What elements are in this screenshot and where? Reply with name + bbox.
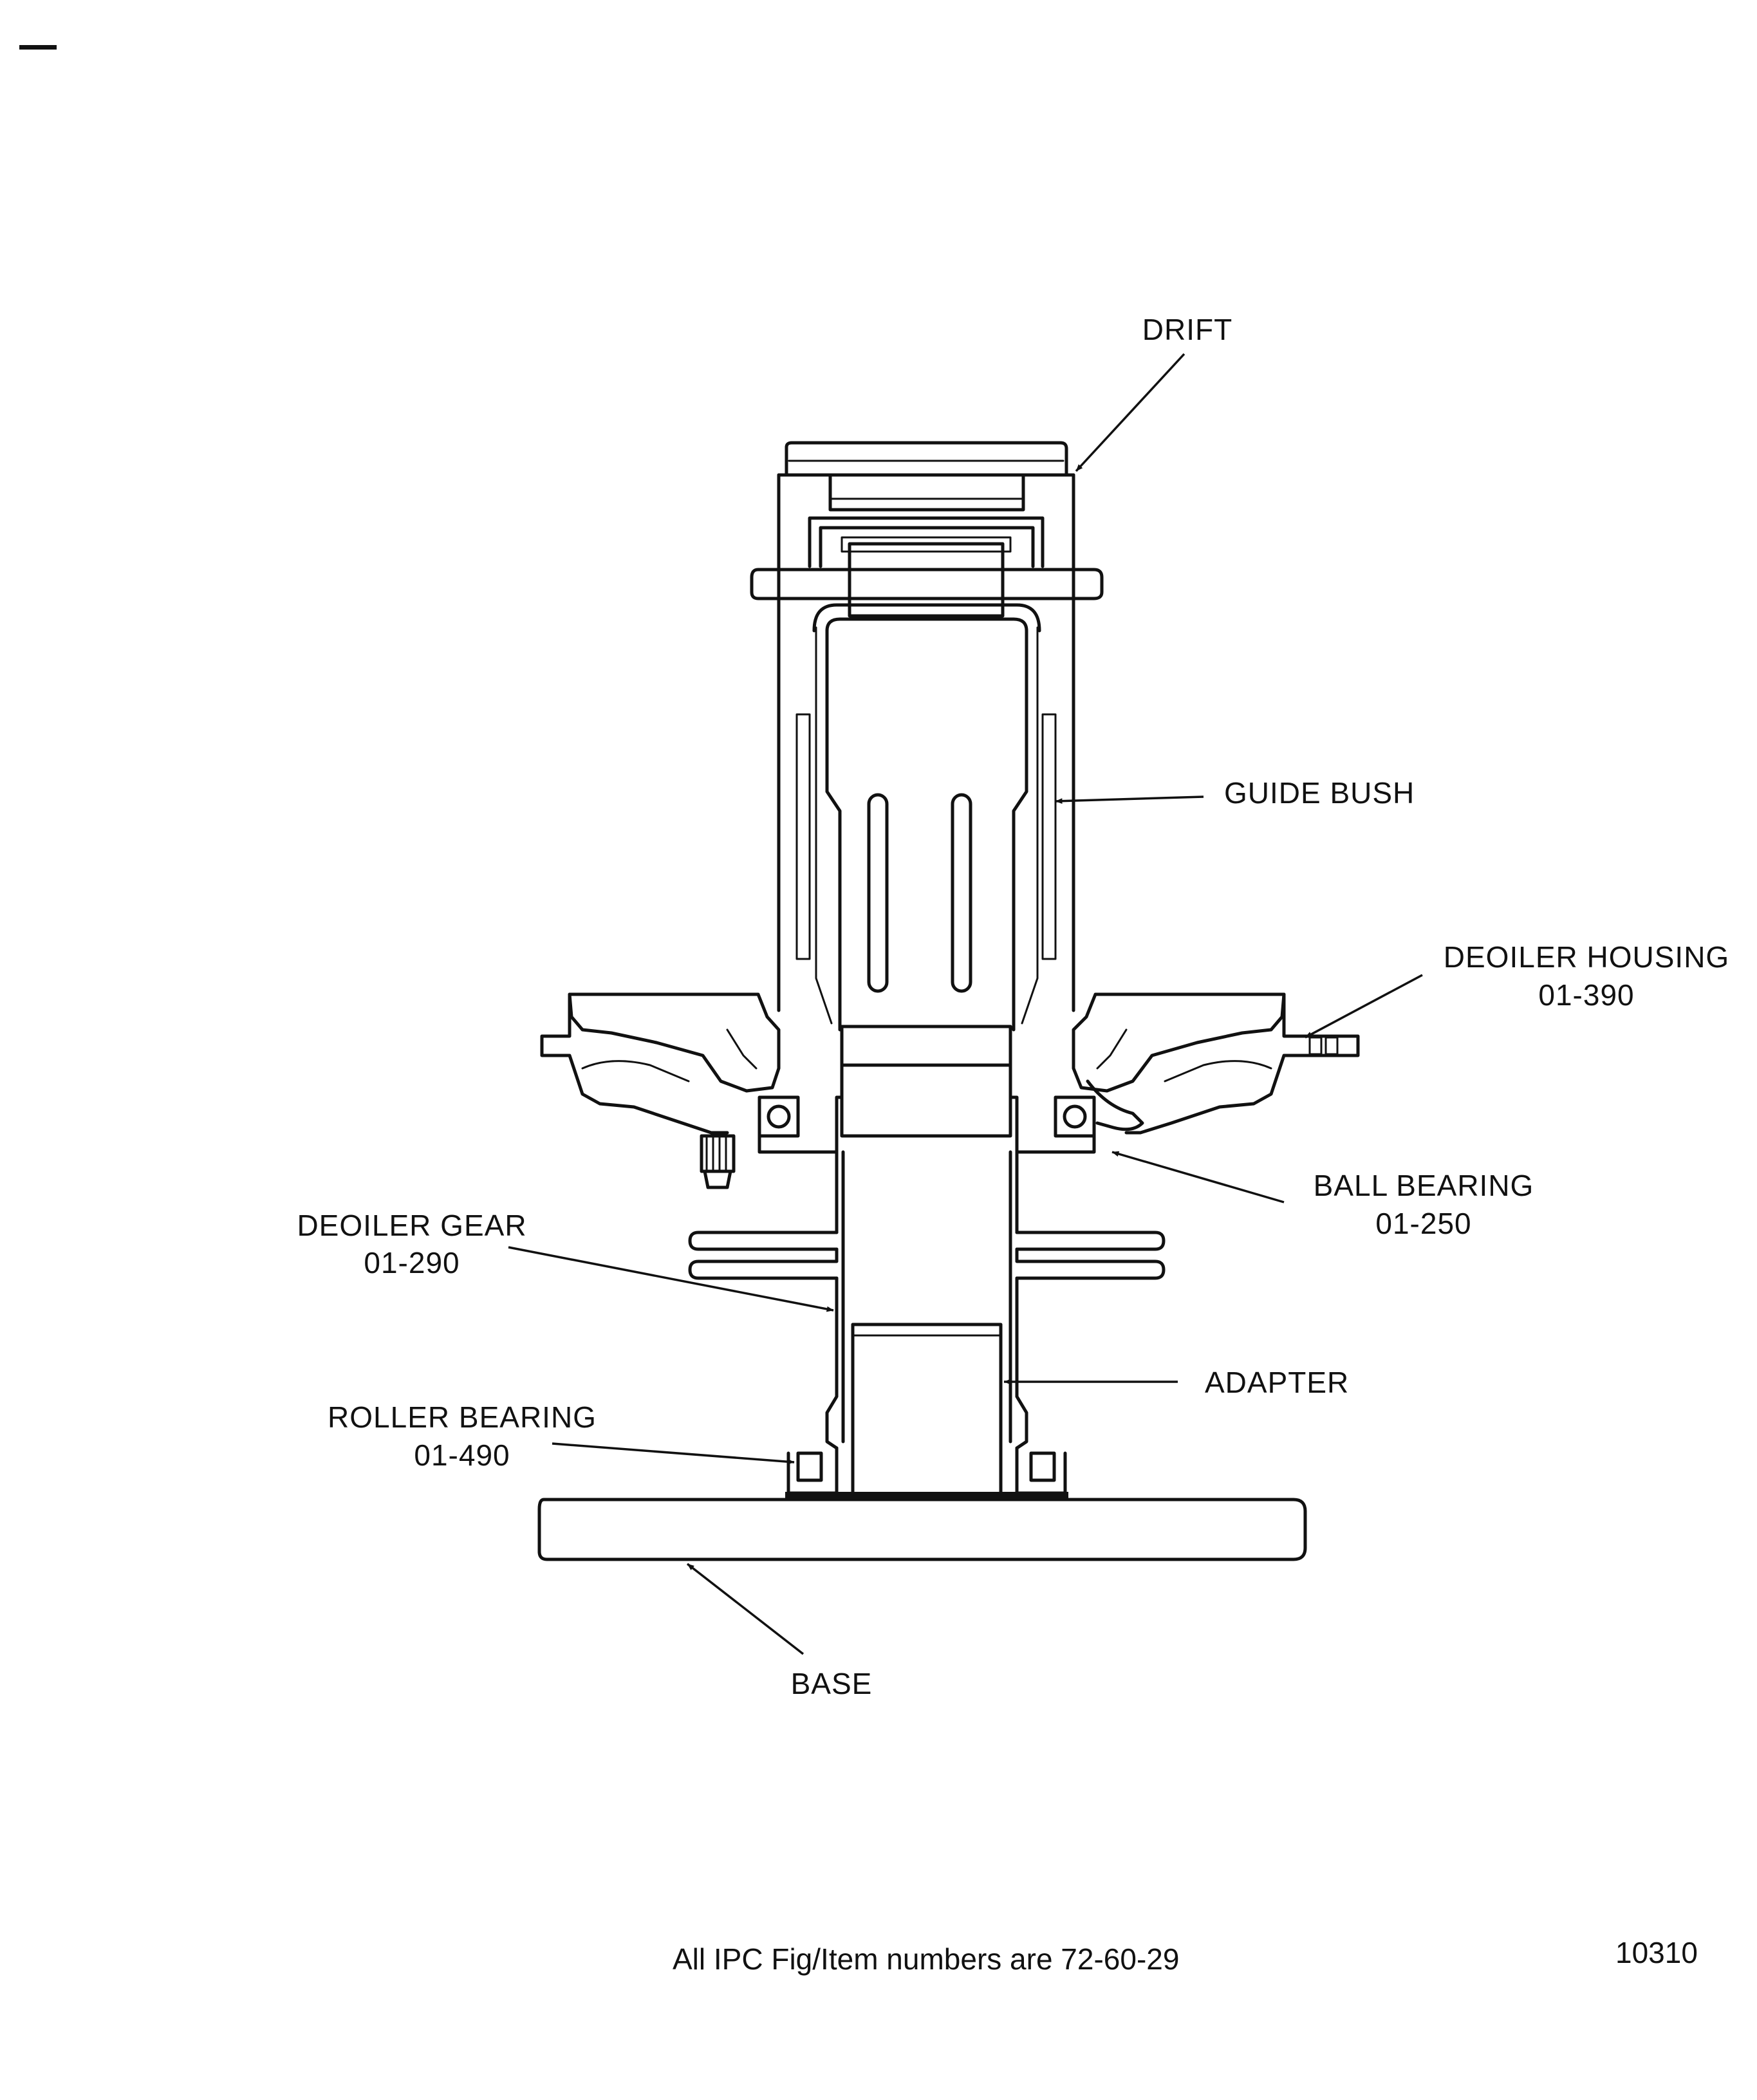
- deoiler-gear: [688, 1150, 1166, 1450]
- deoiler-gear-label: DEOILER GEAR: [297, 1209, 526, 1242]
- base-leader: [686, 1563, 804, 1655]
- ball-bearing-leader: [1111, 1151, 1285, 1203]
- drift-leader: [1075, 353, 1185, 472]
- ball-bearing-label: BALL BEARING: [1314, 1169, 1534, 1202]
- corner-mark: [19, 45, 57, 50]
- deoiler-housing: [540, 992, 1360, 1135]
- deoiler-housing-leader: [1305, 974, 1423, 1039]
- deoiler-gear-item: 01-290: [364, 1246, 460, 1279]
- roller-bearing: [785, 1446, 1068, 1500]
- guide-bush-leader: [1055, 795, 1204, 804]
- deoiler-housing-label: DEOILER HOUSING: [1444, 940, 1729, 974]
- drift-label: DRIFT: [1142, 313, 1232, 346]
- guide-bush: [812, 536, 1041, 1067]
- base: [537, 1498, 1307, 1561]
- ball-bearing-item: 01-250: [1375, 1207, 1471, 1240]
- roller-bearing-leader: [552, 1442, 795, 1465]
- figure-number: 10310: [1615, 1936, 1698, 1969]
- ball-bearing: [758, 1063, 1096, 1154]
- adapter-label: ADAPTER: [1205, 1366, 1349, 1399]
- deoiler-housing-item: 01-390: [1538, 978, 1634, 1012]
- footnote: All IPC Fig/Item numbers are 72-60-29: [673, 1942, 1179, 1976]
- roller-bearing-item: 01-490: [414, 1438, 510, 1472]
- drift: [750, 441, 1104, 1012]
- spline-shaft: [700, 1134, 736, 1189]
- roller-bearing-label: ROLLER BEARING: [328, 1400, 597, 1434]
- deoiler-gear-leader: [508, 1246, 834, 1312]
- leader-lines: [508, 353, 1423, 1655]
- guide-bush-label: GUIDE BUSH: [1224, 776, 1415, 810]
- base-label: BASE: [791, 1667, 873, 1700]
- adapter: [851, 1323, 1003, 1499]
